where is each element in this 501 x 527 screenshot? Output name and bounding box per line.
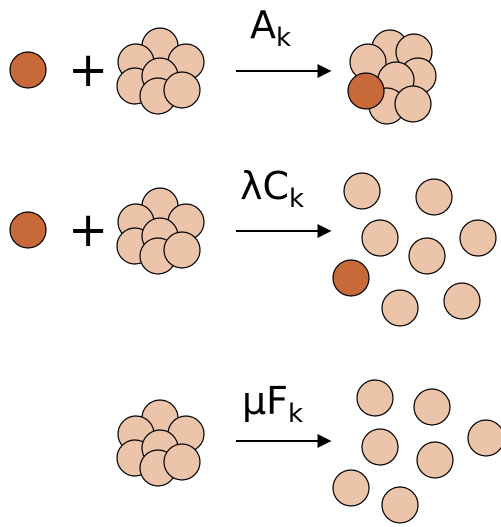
plus-sign: + xyxy=(68,42,108,98)
rate-label: μFk xyxy=(242,379,303,429)
light-particle xyxy=(163,231,201,269)
row-aggregation: + Ak xyxy=(9,3,437,125)
fragments xyxy=(332,379,501,524)
light-particle xyxy=(163,71,201,109)
rate-label: λCk xyxy=(240,164,304,214)
light-particle xyxy=(415,178,453,216)
light-particle xyxy=(381,486,419,524)
light-particle xyxy=(413,388,451,426)
cluster-reactant xyxy=(116,27,205,115)
light-particle xyxy=(332,469,370,507)
light-particle xyxy=(163,443,201,481)
cluster-reactant xyxy=(116,187,205,275)
dark-particle xyxy=(332,259,370,297)
light-particle xyxy=(381,289,419,327)
plus-sign: + xyxy=(68,202,108,258)
light-particle xyxy=(361,428,399,466)
dark-particle xyxy=(347,72,385,110)
row-fragmentation: μFk xyxy=(116,379,501,524)
light-particle xyxy=(467,419,501,457)
light-particle xyxy=(443,282,481,320)
light-particle xyxy=(356,379,394,417)
light-particle xyxy=(459,219,497,257)
cluster-product xyxy=(347,29,437,125)
cluster-reactant xyxy=(116,399,205,487)
fragments xyxy=(332,172,497,327)
rate-label: Ak xyxy=(250,3,291,53)
light-particle xyxy=(394,85,432,123)
light-particle xyxy=(343,172,381,210)
light-particle xyxy=(361,219,399,257)
light-particle xyxy=(408,237,446,275)
row-collision: + λCk xyxy=(9,164,497,327)
single-particle xyxy=(9,211,47,249)
single-particle xyxy=(9,51,47,89)
light-particle xyxy=(416,441,454,479)
